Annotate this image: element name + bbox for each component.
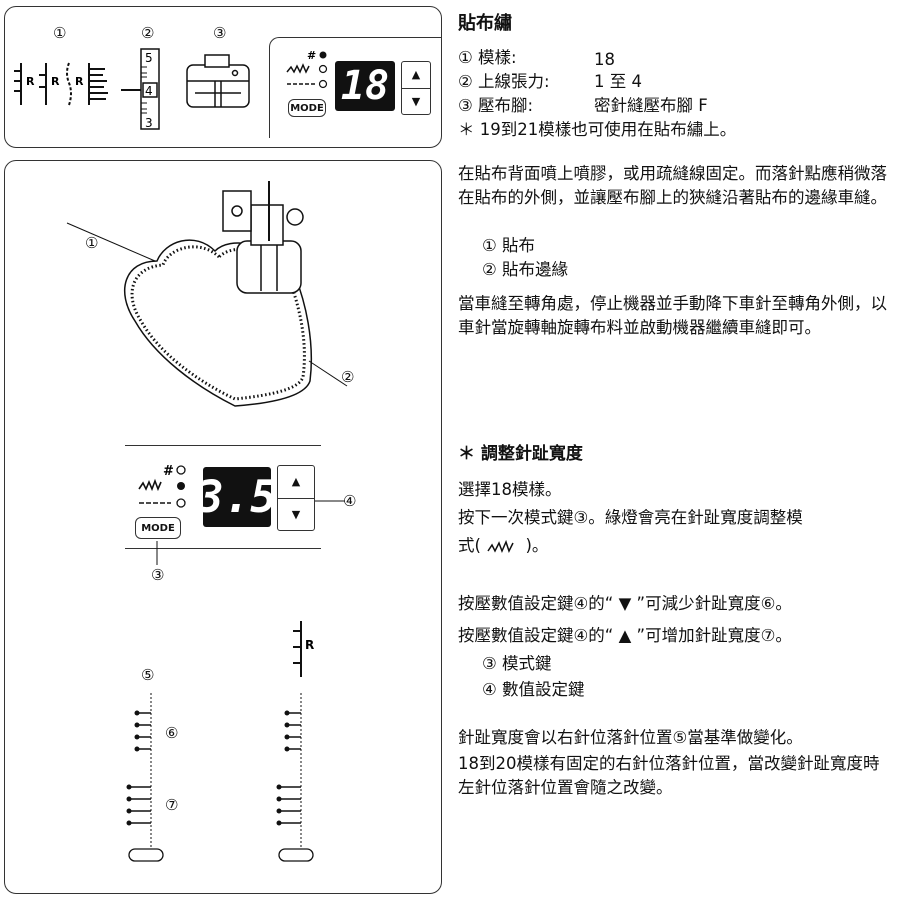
page-title: 貼布繡 xyxy=(458,13,512,34)
callout-3: ③ xyxy=(151,566,165,584)
svg-text:#: # xyxy=(163,464,174,479)
callout-1: ① xyxy=(85,234,99,252)
mode-button[interactable]: MODE xyxy=(135,517,181,539)
spec-foot-value: 密針縫壓布腳 F xyxy=(594,96,708,115)
down-button[interactable]: ▼ xyxy=(278,497,314,531)
stitch-width-diagram: R xyxy=(126,621,314,862)
label-3: ③ xyxy=(213,24,227,42)
up-button[interactable]: ▲ xyxy=(291,475,301,489)
paragraph-3: 針趾寬度會以右針位落針位置⑤當基準做變化。 xyxy=(458,728,803,747)
spec-label: 壓布腳: xyxy=(478,96,534,115)
label-2: ② xyxy=(141,24,155,42)
illustration-panel: ① ② # MODE 3.5 ▲ ▼ ④ ③ R xyxy=(4,160,442,894)
note: ＊ 19到21模樣也可使用在貼布繡上。 xyxy=(458,120,737,139)
tension-mark-4: 4 xyxy=(145,84,153,98)
step-2: 按下一次模式鍵③。綠燈會亮在針趾寬度調整模 xyxy=(458,508,803,527)
pattern-stitch-icon: R R R xyxy=(14,62,108,106)
spec-label: 模樣: xyxy=(478,48,517,67)
tension-dial-icon: 5 4 3 xyxy=(121,48,160,130)
spec-tension: ② 上線張力: xyxy=(458,70,550,94)
spec-num: ② xyxy=(458,72,473,91)
r-mark: R xyxy=(26,75,35,88)
spec-num: ① xyxy=(458,48,473,67)
lcd-display: 18 xyxy=(335,61,395,111)
callout-4: ④ xyxy=(343,492,357,510)
spec-num: ③ xyxy=(458,96,473,115)
callout-lines xyxy=(156,500,345,565)
paragraph-1: 在貼布背面噴上噴膠，或用疏縫線固定。而落針點應稍微落在貼布的外側，並讓壓布腳上的… xyxy=(458,164,887,207)
heart-applique-illustration xyxy=(66,181,348,407)
control-panel-mini xyxy=(269,37,442,138)
part-2: ② 貼布邊緣 xyxy=(482,260,569,279)
key-mode: ③ 模式鍵 xyxy=(482,654,552,673)
callout-5: ⑤ xyxy=(141,666,155,684)
callout-7: ⑦ xyxy=(165,796,179,814)
settings-panel: ① ② ③ R R R 5 4 3 xyxy=(4,6,442,148)
paragraph-2: 當車縫至轉角處，停止機器並手動降下車針至轉角外側，以車針當旋轉軸旋轉布料並啟動機… xyxy=(458,294,887,337)
step-3: 按壓數值設定鍵④的“ ▼ ”可減少針趾寬度⑥。 xyxy=(458,594,792,613)
step-2-pre: 式( xyxy=(458,536,481,555)
key-value: ④ 數值設定鍵 xyxy=(482,680,585,699)
r-mark: R xyxy=(305,638,314,652)
spec-foot: ③ 壓布腳: xyxy=(458,94,533,118)
tension-mark-3: 3 xyxy=(145,116,153,130)
spec-pattern-value: 18 xyxy=(594,50,615,69)
step-2-post: )。 xyxy=(525,536,549,555)
step-2-cont: 式( )。 xyxy=(458,534,548,558)
label-1: ① xyxy=(53,24,67,42)
zigzag-stitch-icon xyxy=(487,539,514,553)
section-title: ＊ 調整針趾寬度 xyxy=(458,444,583,464)
callout-2: ② xyxy=(341,368,355,386)
part-1: ① 貼布 xyxy=(482,236,536,255)
spec-pattern: ① 模樣: xyxy=(458,46,517,70)
callout-6: ⑥ xyxy=(165,724,179,742)
mode-button[interactable]: MODE xyxy=(288,99,326,117)
stitch-mode-icons: # xyxy=(286,49,328,89)
step-1: 選擇18模樣。 xyxy=(458,480,562,499)
tension-mark-5: 5 xyxy=(145,51,153,65)
value-set-buttons: ▲ ▼ xyxy=(401,61,431,115)
value-set-buttons: ▲ ▼ xyxy=(277,465,315,531)
up-button[interactable]: ▲ xyxy=(411,68,421,82)
lcd-display: 3.5 xyxy=(197,467,277,527)
r-mark: R xyxy=(75,75,84,88)
control-panel xyxy=(125,445,321,549)
step-4: 按壓數值設定鍵④的“ ▲ ”可增加針趾寬度⑦。 xyxy=(458,626,792,645)
down-button[interactable]: ▼ xyxy=(402,87,430,115)
spec-tension-value: 1 至 4 xyxy=(594,72,642,91)
stitch-mode-icons: # xyxy=(138,464,186,508)
r-mark: R xyxy=(51,75,60,88)
presser-foot-icon xyxy=(186,54,250,108)
paragraph-4: 18到20模樣有固定的右針位落針位置，當改變針趾寬度時左針位落針位置會隨之改變。 xyxy=(458,754,880,797)
svg-text:#: # xyxy=(307,49,316,62)
spec-label: 上線張力: xyxy=(478,72,550,91)
